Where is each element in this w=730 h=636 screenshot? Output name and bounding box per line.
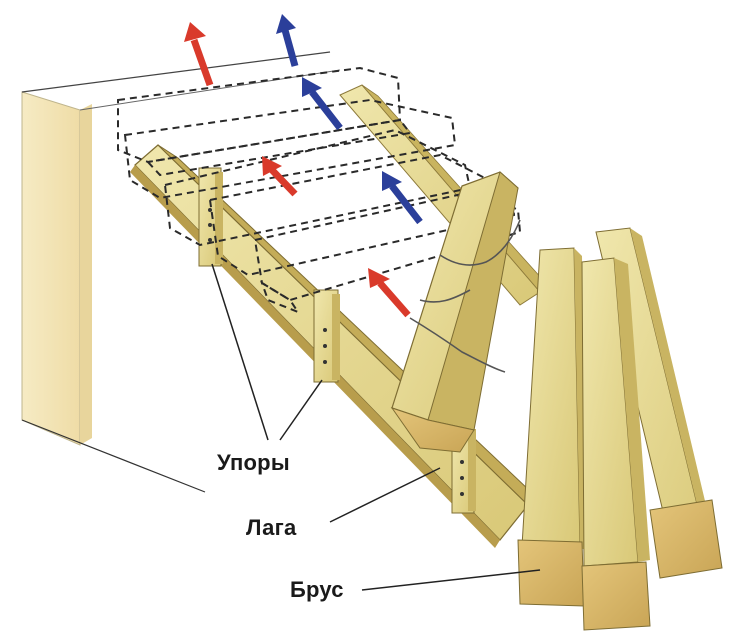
arrow-red-2-icon (262, 156, 298, 197)
tilted-beam (390, 171, 519, 453)
leader-upory-1 (211, 263, 269, 441)
label-upory: Упоры (217, 450, 290, 475)
arrow-blue-1-icon (276, 14, 299, 67)
arrows (184, 14, 423, 318)
arrow-blue-2-icon (302, 77, 343, 131)
brus-stack (517, 227, 723, 631)
wall (21, 51, 341, 493)
arrow-red-3-icon (368, 268, 411, 318)
arrow-blue-3-icon (382, 171, 423, 225)
arrow-red-1-icon (184, 22, 214, 87)
label-laga: Лага (246, 515, 297, 540)
stop-block-1 (198, 167, 223, 267)
stop-block-2 (313, 289, 340, 383)
leader-brus (361, 569, 541, 591)
rope (409, 219, 521, 373)
leader-upory-2 (279, 379, 323, 441)
leader-lines (211, 263, 541, 591)
label-brus: Брус (290, 577, 344, 602)
leader-laga (329, 467, 441, 523)
